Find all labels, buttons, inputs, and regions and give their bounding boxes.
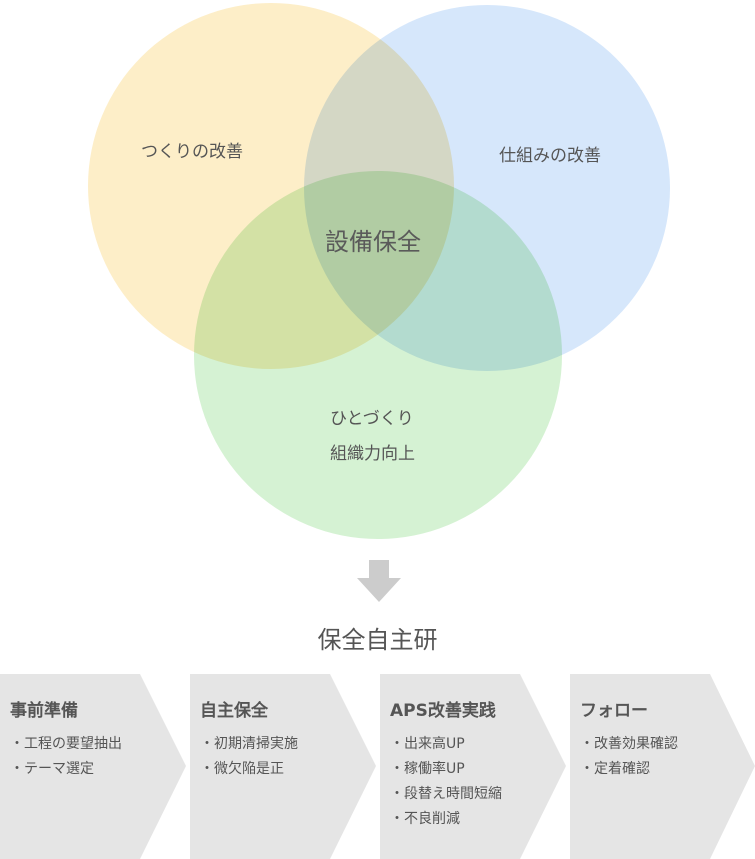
step-items: 出来高UP 稼働率UP 段替え時間短縮 不良削減 [390, 732, 502, 832]
step-item: 稼働率UP [390, 757, 502, 782]
step-item: テーマ選定 [10, 757, 122, 782]
step-items: 工程の要望抽出 テーマ選定 [10, 732, 122, 782]
venn-diagram: つくりの改善 仕組みの改善 設備保全 ひとづくり 組織力向上 [88, 3, 670, 539]
circle-green-label: ひとづくり 組織力向上 [330, 402, 415, 472]
step-items: 初期清掃実施 微欠陥是正 [200, 732, 298, 782]
step-item: 出来高UP [390, 732, 502, 757]
down-arrow-icon [357, 560, 401, 602]
step-preparation: 事前準備 工程の要望抽出 テーマ選定 [0, 674, 186, 859]
step-item: 微欠陥是正 [200, 757, 298, 782]
step-item: 工程の要望抽出 [10, 732, 122, 757]
step-item: 不良削減 [390, 807, 502, 832]
step-autonomous-maintenance: 自主保全 初期清掃実施 微欠陥是正 [190, 674, 376, 859]
circle-green [194, 171, 562, 539]
circle-green-label-line1: ひとづくり [330, 409, 414, 429]
step-items: 改善効果確認 定着確認 [580, 732, 678, 782]
section-title: 保全自主研 [317, 626, 438, 654]
step-item: 定着確認 [580, 757, 678, 782]
step-item: 段替え時間短縮 [390, 782, 502, 807]
step-item: 改善効果確認 [580, 732, 678, 757]
center-label: 設備保全 [325, 228, 421, 256]
circle-yellow-label: つくりの改善 [141, 142, 243, 162]
step-heading: 事前準備 [10, 701, 78, 721]
step-aps-improvement: APS改善実践 出来高UP 稼働率UP 段替え時間短縮 不良削減 [380, 674, 566, 859]
step-item: 初期清掃実施 [200, 732, 298, 757]
step-heading: 自主保全 [200, 701, 268, 721]
step-heading: APS改善実践 [390, 701, 496, 721]
step-heading: フォロー [580, 701, 648, 721]
circle-blue-label: 仕組みの改善 [499, 146, 601, 166]
step-follow-up: フォロー 改善効果確認 定着確認 [570, 674, 755, 859]
circle-green-label-line2: 組織力向上 [330, 444, 415, 464]
